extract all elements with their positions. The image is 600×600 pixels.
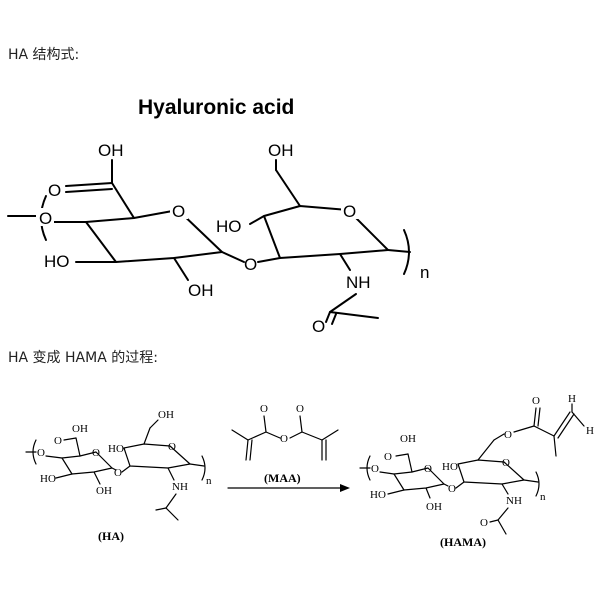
acid-oh: OH — [98, 141, 124, 160]
acetyl-o: O — [312, 317, 325, 336]
hama-link-o: O — [371, 463, 379, 475]
right-terminal-bond — [387, 249, 411, 253]
ha-reactant: O O OH O HO OH O O OH HO NH n (HA) — [25, 409, 212, 543]
hama-label: (HAMA) — [440, 535, 486, 549]
maa-reagent: O O O (MAA) — [231, 403, 339, 485]
structure-title: Hyaluronic acid — [138, 96, 294, 119]
hama-ring2 — [457, 459, 525, 485]
caption-process: HA 变成 HAMA 的过程: — [8, 350, 158, 366]
acetyl-co-bond-2 — [331, 313, 337, 325]
ha-ring1-oh: OH — [96, 485, 112, 497]
ha-ring1-ho: HO — [40, 473, 56, 485]
hyaluronic-acid-structure: Hyaluronic acid n O O OH O HO OH O O — [7, 96, 429, 336]
ha-glyco-o: O — [114, 467, 122, 479]
carboxyl-bond — [111, 182, 135, 219]
amide-c-bond — [329, 293, 357, 313]
carbonyl-o: O — [48, 181, 61, 200]
hama-right-bracket — [535, 471, 540, 497]
glycosidic-o: O — [244, 255, 257, 274]
hama-ring1-ho: HO — [370, 489, 386, 501]
ha-repeat-n: n — [206, 475, 212, 487]
ring1-bonds — [85, 209, 223, 263]
ha-ring1-o: O — [92, 447, 100, 459]
amide-nh: NH — [346, 273, 371, 292]
ha-right-bracket — [201, 455, 206, 481]
hama-ring1-oh: OH — [426, 501, 442, 513]
hama-ester-carbonyl-o: O — [532, 395, 540, 407]
ha-ring2-o: O — [168, 441, 176, 453]
maa-o-left: O — [260, 403, 268, 415]
caption-structure: HA 结构式: — [8, 47, 80, 63]
ha-acid-oh: OH — [72, 423, 88, 435]
carbonyl-bond-2 — [65, 188, 113, 193]
hama-carbonyl-o: O — [384, 451, 392, 463]
hama-ring1-o: O — [424, 463, 432, 475]
oh-bond-ring1 — [173, 257, 189, 281]
ha-label: (HA) — [98, 529, 124, 543]
ho-bond-ring2 — [249, 215, 265, 225]
acetyl-co-bond-1 — [325, 311, 331, 323]
left-link-o: O — [39, 209, 52, 228]
ring1-oh: OH — [188, 281, 214, 300]
hama-glyco-o: O — [448, 483, 456, 495]
hama-product: O O OH O HO OH O O HO O O H H NH — [359, 393, 594, 549]
repeat-n-label: n — [420, 263, 429, 282]
hama-vinyl-h-right: H — [586, 425, 594, 437]
ring1-ho: HO — [44, 252, 70, 271]
ch2-oh: OH — [268, 141, 294, 160]
ha-ring1 — [61, 451, 113, 475]
hama-vinyl-h-top: H — [568, 393, 576, 405]
maa-o-right: O — [296, 403, 304, 415]
hama-ring2-ho: HO — [442, 461, 458, 473]
carbonyl-bond-1 — [65, 182, 113, 187]
maa-label: (MAA) — [264, 471, 301, 485]
ring2-oxygen: O — [343, 202, 356, 221]
maa-bridge-o: O — [280, 433, 288, 445]
ring2-bonds — [263, 205, 389, 259]
hama-ester-o: O — [504, 429, 512, 441]
ha-ring2-ho: HO — [108, 443, 124, 455]
acetyl-methyl-bond — [329, 311, 379, 319]
ring1-oxygen: O — [172, 202, 185, 221]
hama-nh: NH — [506, 495, 522, 507]
ha-ring2 — [123, 443, 191, 469]
ch2-bond — [275, 169, 301, 207]
hama-acetyl-o: O — [480, 517, 488, 529]
hama-ring1 — [393, 467, 445, 491]
ha-link-o: O — [37, 447, 45, 459]
nh-bond — [339, 253, 351, 271]
reaction-arrow — [227, 484, 350, 492]
ha-carbonyl-o: O — [54, 435, 62, 447]
glyco-bond-1 — [221, 251, 245, 263]
hama-acid-oh: OH — [400, 433, 416, 445]
glyco-bond-2 — [257, 257, 281, 263]
ha-ch2-oh: OH — [158, 409, 174, 421]
hama-repeat-n: n — [540, 491, 546, 503]
ha-nh: NH — [172, 481, 188, 493]
ring2-ho: HO — [216, 217, 242, 236]
hama-ring2-o: O — [502, 457, 510, 469]
